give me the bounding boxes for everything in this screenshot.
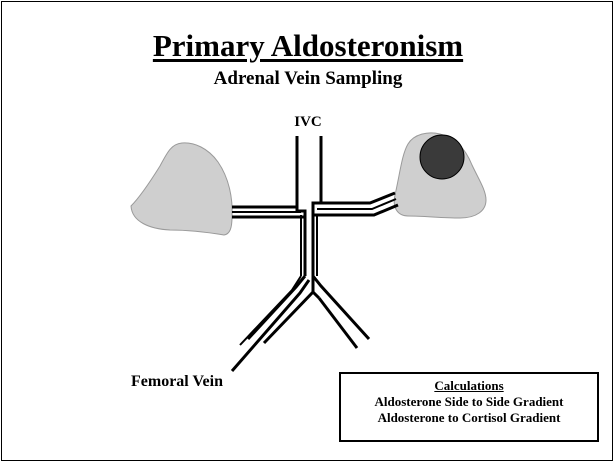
calculation-line-cortisol-gradient: Aldosterone to Cortisol Gradient xyxy=(341,410,597,426)
adrenal-tumor xyxy=(420,135,464,179)
left-adrenal-gland xyxy=(131,143,232,235)
iliac-vein-right-outer xyxy=(313,276,369,339)
calculation-line-side-gradient: Aldosterone Side to Side Gradient xyxy=(341,394,597,410)
femoral-vein-label: Femoral Vein xyxy=(131,372,223,391)
ivc-label: IVC xyxy=(283,113,333,131)
right-adrenal-vein-upper xyxy=(321,193,395,203)
femoral-vein-inner-left xyxy=(232,280,309,371)
calculations-heading: Calculations xyxy=(341,378,597,394)
calculations-box: Calculations Aldosterone Side to Side Gr… xyxy=(339,372,599,442)
